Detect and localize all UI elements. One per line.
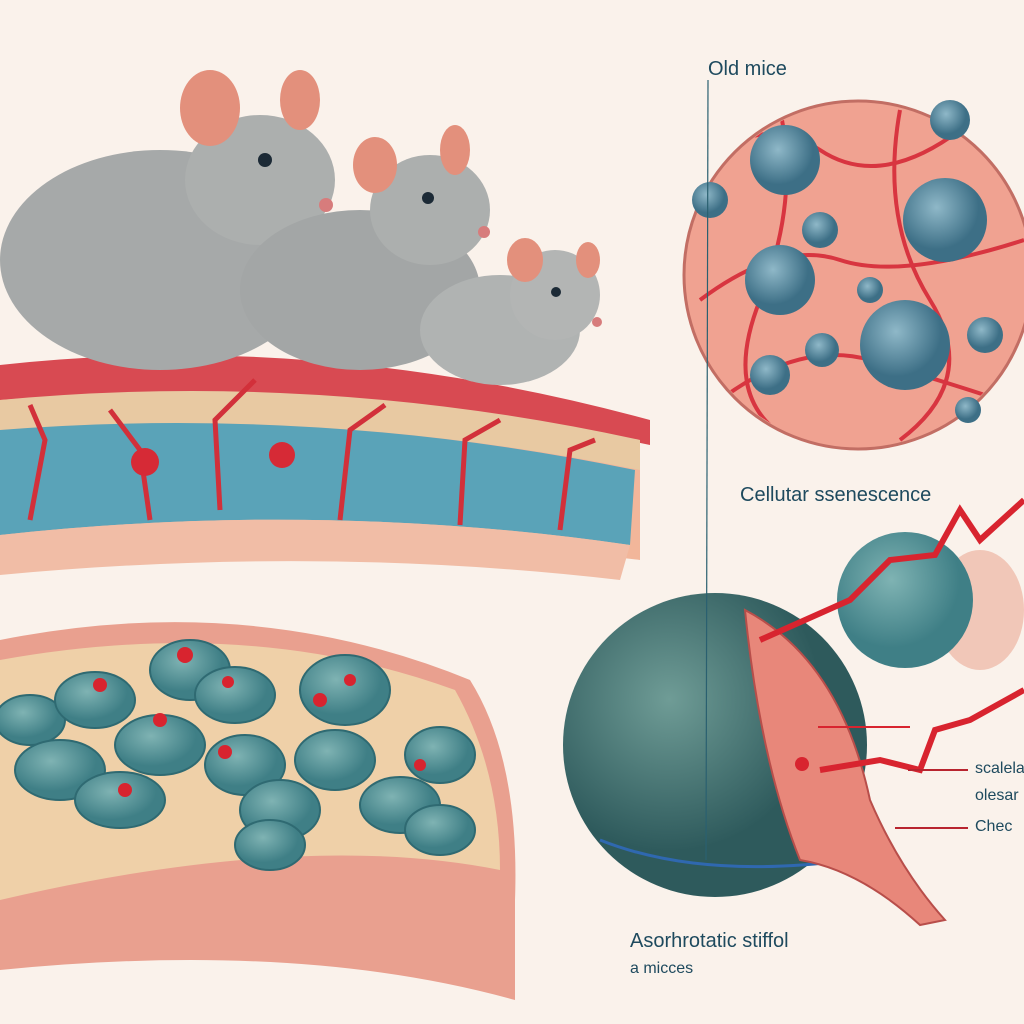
plaque-tissue bbox=[0, 622, 516, 1000]
leader-line bbox=[705, 79, 709, 861]
label-right-1: scalela bbox=[975, 760, 1024, 777]
mouse-large bbox=[0, 70, 335, 370]
label-cellular-senescence: Cellutar ssenescence bbox=[740, 484, 932, 506]
tissue-layers bbox=[0, 355, 650, 580]
artery-sphere bbox=[563, 497, 1024, 927]
label-right-2: olesar bbox=[975, 787, 1019, 804]
senescence-inset bbox=[682, 99, 1024, 451]
mouse-small bbox=[420, 238, 602, 385]
label-right-3: Chec bbox=[975, 818, 1013, 835]
label-old-mice: Old mice bbox=[708, 58, 787, 80]
label-bottom-title: Asorhrotatic stiffol bbox=[630, 930, 789, 952]
label-bottom-subtitle: a micces bbox=[630, 960, 694, 977]
